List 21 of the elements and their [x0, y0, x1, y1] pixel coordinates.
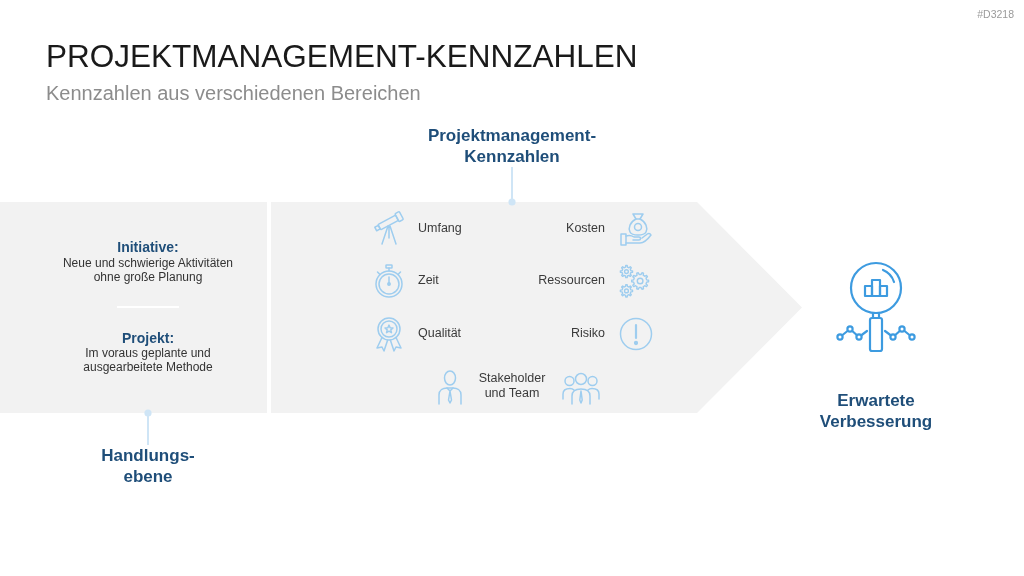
leader-line	[508, 166, 516, 206]
result-heading: Erwartete Verbesserung	[819, 390, 933, 432]
metric-label: Stakeholder und Team	[477, 370, 547, 401]
metric-label: Zeit	[418, 272, 439, 288]
term-heading: Initiative:	[116, 238, 180, 256]
chevron-panel	[271, 202, 802, 413]
metric-label: Kosten	[566, 220, 605, 236]
section-heading: Projektmanagement- Kennzahlen	[427, 125, 597, 167]
metric-label: Umfang	[418, 220, 462, 236]
metric-label: Risiko	[570, 325, 605, 341]
title: PROJEKTMANAGEMENT-KENNZAHLEN	[46, 41, 638, 73]
term-heading: Projekt:	[120, 329, 176, 347]
metric-label: Qualität	[418, 325, 462, 341]
document-code: #D3218	[977, 8, 1014, 21]
description-text: Im voraus geplante und ausgearbeitete Methode	[82, 346, 214, 374]
leader-line	[144, 409, 152, 446]
section-heading: Handlungs- ebene	[101, 445, 195, 487]
level-panel	[0, 202, 267, 413]
metric-label: Ressourcen	[538, 272, 605, 288]
subtitle: Kennzahlen aus verschiedenen Bereichen	[46, 81, 421, 105]
description-text: Neue und schwierige Aktivitäten ohne große Planung	[61, 256, 235, 284]
